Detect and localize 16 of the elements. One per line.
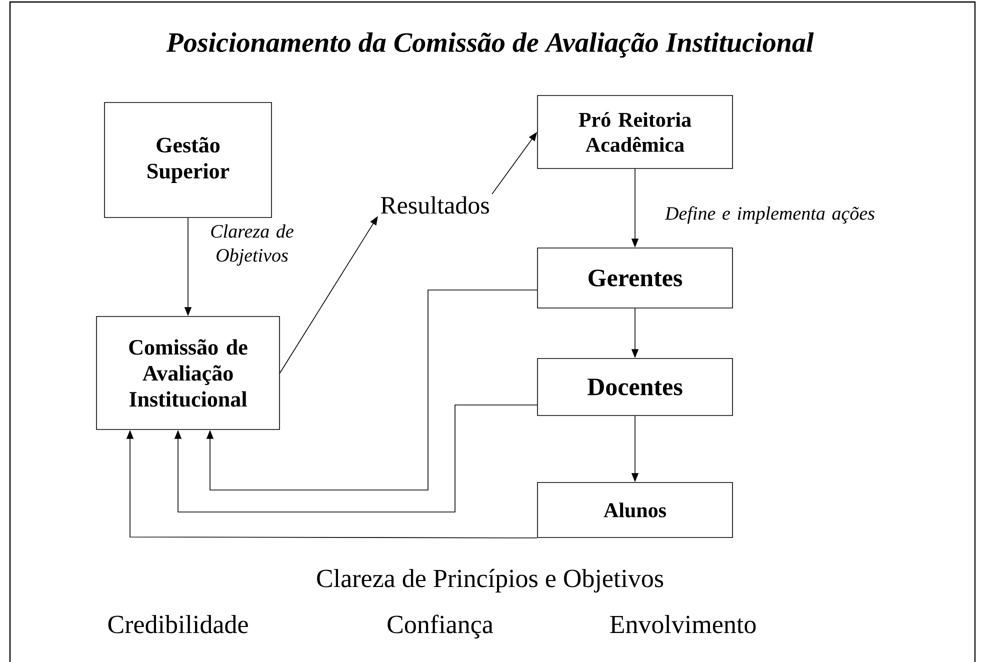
org-box: Gestão Superior [104,102,272,218]
org-box: Pró Reitoria Acadêmica [537,95,733,169]
edge-label: Clareza de Objetivos [211,224,294,266]
result-label: Resultados [380,196,489,214]
org-box: Docentes [537,358,733,416]
arrow [206,290,538,490]
org-box: Alunos [537,482,733,538]
org-box: Comissão de Avaliação Institucional [96,316,280,430]
caption-text: Clareza de Princípios e Objetivos [317,568,664,593]
arrow [174,404,538,512]
title: Posicionamento da Comissão de Avaliação Institucional [166,32,814,58]
org-box: Gerentes [537,248,733,308]
caption-text: Confiança [388,614,494,639]
caption-text: Credibilidade [108,614,248,634]
edge-label: Define e implementa ações [664,206,874,224]
caption-text: Envolvimento [610,614,756,634]
